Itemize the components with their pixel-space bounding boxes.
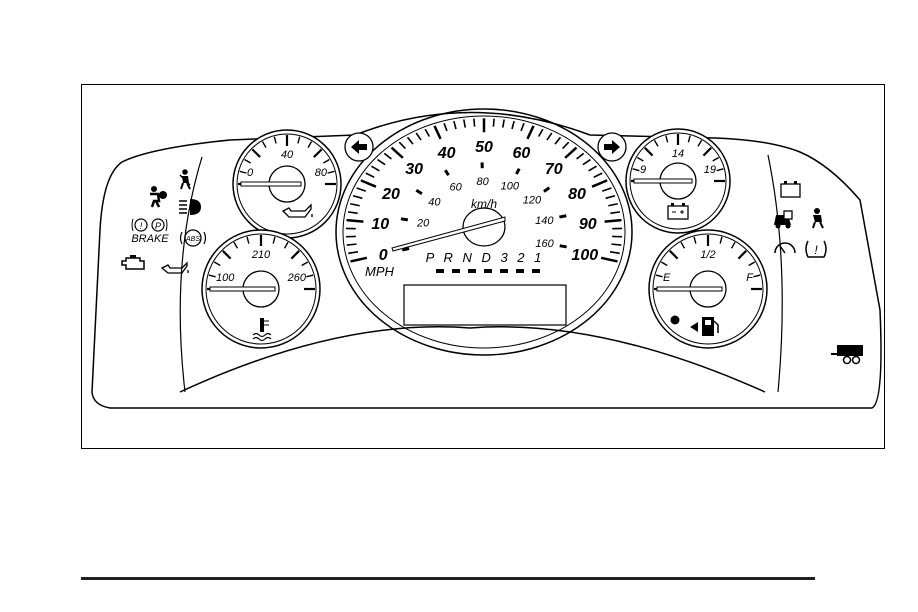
prndl-segment [484, 269, 492, 273]
kmh-unit-label: km/h [471, 197, 497, 211]
kmh-label: 160 [535, 238, 554, 250]
mph-label: 50 [475, 139, 493, 156]
mph-label: 90 [579, 216, 597, 233]
mph-tick [611, 244, 621, 245]
mph-tick [493, 119, 494, 127]
mph-label: 80 [568, 186, 586, 203]
gauge-label: 40 [281, 149, 294, 161]
kmh-label: 80 [476, 176, 489, 188]
gauge-label: 0 [247, 167, 254, 179]
mph-label: 60 [512, 145, 530, 162]
mph-label: 100 [571, 247, 598, 264]
mph-tick [605, 220, 622, 221]
kmh-label: 140 [535, 215, 554, 227]
kmh-label: 100 [501, 181, 520, 193]
gauge-needle [657, 287, 722, 291]
gauge-needle [210, 287, 275, 291]
mph-label: 40 [437, 145, 456, 162]
prndl-segment [532, 269, 540, 273]
gauge-label: 260 [287, 272, 307, 284]
brake-label: BRAKE [131, 233, 169, 245]
gauge-needle [634, 179, 692, 183]
mph-label: 70 [545, 161, 563, 178]
prndl-segment [436, 269, 444, 273]
right-turn-signal [598, 133, 626, 161]
gauge-label: 14 [672, 148, 684, 160]
prndl-segment [468, 269, 476, 273]
prndl-segment [516, 269, 524, 273]
kmh-label: 40 [428, 196, 441, 208]
mph-tick [474, 119, 475, 127]
prndl-segment [500, 269, 508, 273]
mph-tick [347, 220, 364, 221]
mph-label: 20 [381, 186, 400, 203]
mph-label: 10 [371, 216, 389, 233]
kmh-label: 120 [523, 195, 542, 207]
gauge-label: 1/2 [700, 249, 715, 261]
prndl-segment [452, 269, 460, 273]
mph-label: 30 [405, 161, 423, 178]
kmh-label: 20 [416, 217, 430, 229]
gauge-label: 210 [251, 249, 271, 261]
prndl-indicator: P R N D 3 2 1 [426, 250, 545, 265]
kmh-tick [401, 219, 408, 220]
gauge-label: 80 [315, 167, 328, 179]
mph-label: 0 [379, 247, 388, 264]
oil-pressure-gauge: 40 0 80 [233, 130, 341, 238]
mph-unit-label: MPH [365, 264, 395, 279]
kmh-label: 60 [449, 182, 462, 194]
gauge-label: 100 [216, 272, 235, 284]
gauge-label: 9 [640, 164, 646, 176]
svg-text:P: P [155, 221, 161, 231]
kmh-tick [402, 249, 409, 251]
kmh-tick [560, 246, 567, 247]
low-fuel-light [671, 316, 680, 325]
left-turn-signal [345, 133, 373, 161]
voltmeter-gauge: 14 9 19 [626, 129, 730, 233]
svg-text:ABS: ABS [185, 236, 200, 243]
odometer-display [404, 285, 566, 325]
gauge-label: E [663, 272, 671, 284]
gauge-label: 19 [704, 164, 716, 176]
kmh-tick [559, 216, 566, 217]
gauge-needle [241, 182, 301, 186]
mph-tick [347, 244, 357, 245]
